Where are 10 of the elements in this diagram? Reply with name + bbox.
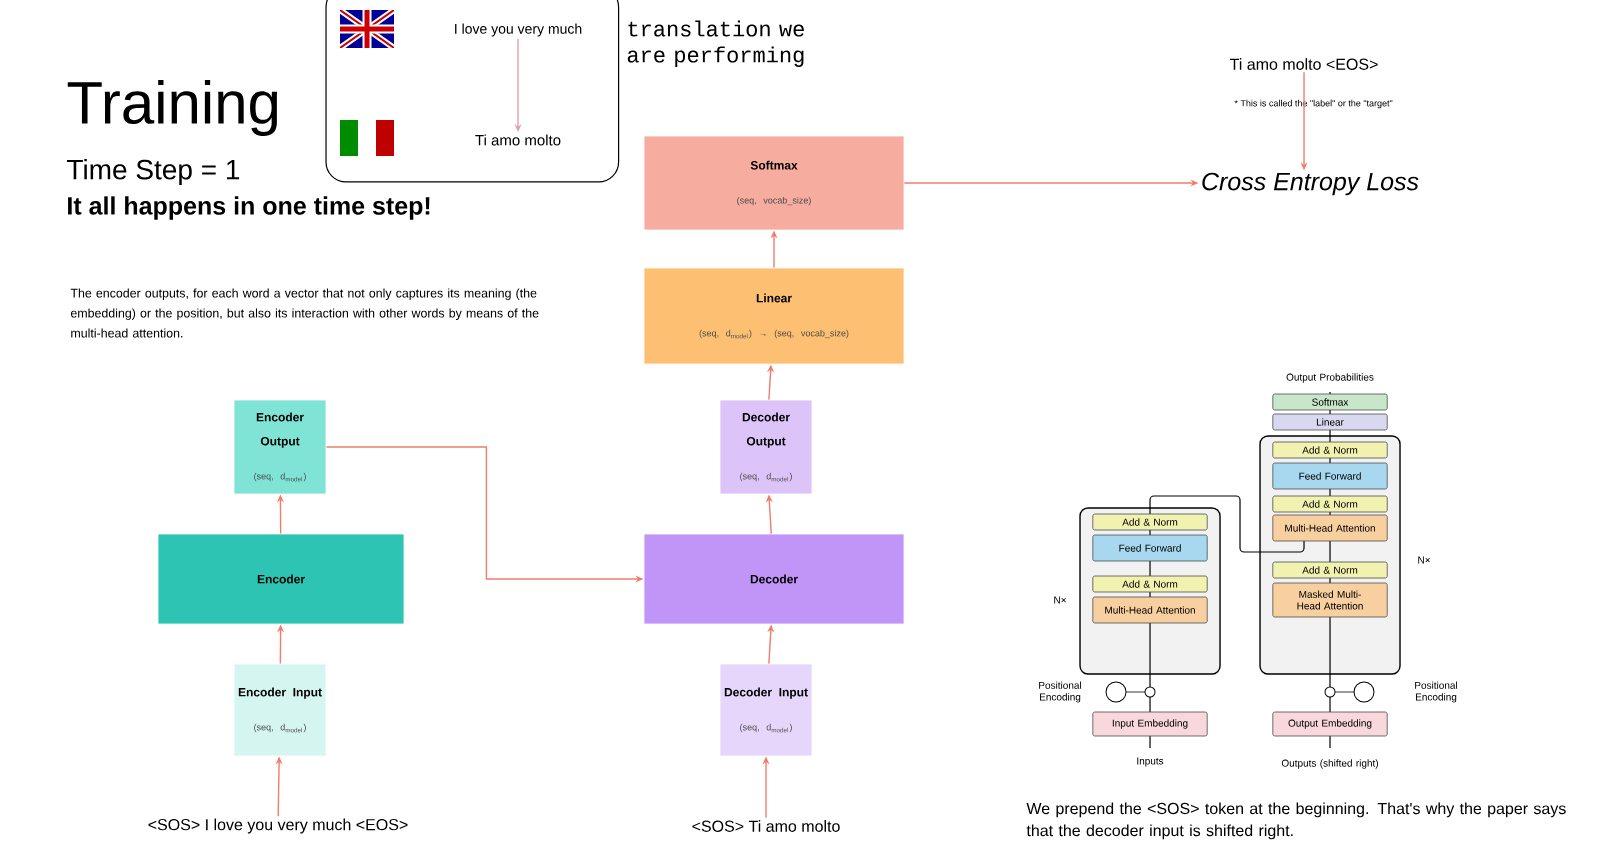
rounded-frame	[325, 0, 620, 183]
handwritten-note: translation we are performing	[627, 20, 804, 67]
subtitle: It all happens in one time step!	[68, 196, 430, 220]
sentence-text: Ti amo molto <EOS>	[1229, 58, 1378, 70]
subtitle: Time Step = 1	[67, 158, 240, 186]
sentence-text: <SOS> I love you very much <EOS>	[148, 818, 408, 834]
paragraph: We prepend the <SOS> token at the beginning. That's why the paper says that the decoder input is shifted right.	[1026, 802, 1566, 840]
title: Training	[67, 80, 278, 136]
sentence-text: <SOS> Ti amo molto	[692, 820, 840, 832]
loss-text: Cross Entropy Loss	[1202, 172, 1419, 196]
